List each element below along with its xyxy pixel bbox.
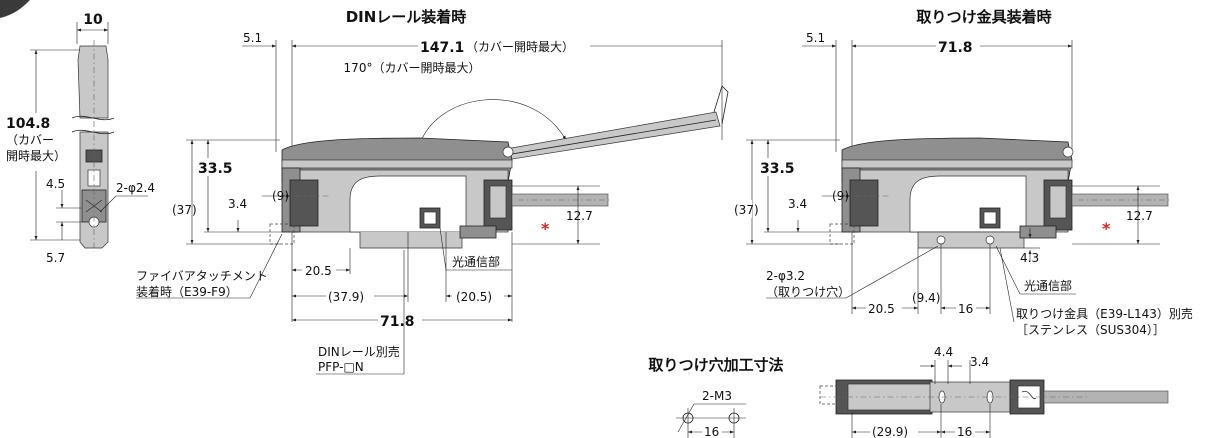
bracket-37-label: (37) bbox=[734, 203, 759, 217]
din-33-5-label: 33.5 bbox=[198, 161, 233, 177]
side-width-label: 10 bbox=[83, 12, 103, 28]
din-20-5-label: 20.5 bbox=[305, 264, 332, 278]
din-rail-label-1: DINレール別売 bbox=[318, 344, 400, 359]
bracket-33-5-label: 33.5 bbox=[760, 161, 795, 177]
bracket-hole-label-1: 2-φ3.2 bbox=[766, 269, 805, 283]
bottom-3-4-label: 3.4 bbox=[970, 355, 989, 369]
bracket-3-4-label: 3.4 bbox=[788, 197, 807, 211]
bracket-20-5-label: 20.5 bbox=[868, 302, 895, 316]
bracket-71-8-label: 71.8 bbox=[938, 40, 973, 56]
bracket-title: 取りつけ金具装着時 bbox=[916, 8, 1051, 26]
bracket-part-label-2: ［ステンレス（SUS304）］ bbox=[1016, 323, 1165, 337]
din-optical-label: 光通信部 bbox=[452, 254, 500, 269]
din-20-5p-label: (20.5) bbox=[456, 290, 492, 304]
bracket-5-1-label: 5.1 bbox=[806, 31, 825, 45]
side-height-note-1: （カバー bbox=[6, 133, 54, 147]
bracket-star: * bbox=[1102, 219, 1111, 238]
side-4-5-label: 4.5 bbox=[46, 177, 65, 191]
holes-pitch-label: 16 bbox=[704, 425, 719, 438]
bottom-29-9-label: (29.9) bbox=[872, 425, 908, 438]
bracket-view: 取りつけ金具装着時 5.1 71.8 (37) bbox=[732, 8, 1193, 337]
din-rail-label-2: PFP-□N bbox=[318, 360, 364, 374]
side-5-7-label: 5.7 bbox=[46, 251, 65, 265]
din-5-1-label: 5.1 bbox=[243, 31, 262, 45]
din-9-label: (9) bbox=[272, 189, 289, 203]
din-147-note: （カバー開時最大） bbox=[466, 40, 574, 54]
holes-screw-label: 2-M3 bbox=[702, 389, 732, 403]
din-37-9-label: (37.9) bbox=[328, 290, 364, 304]
din-view: DINレール装着時 5.1 147.1 （カバー開時最大） 170°（カバー開時… bbox=[136, 8, 729, 375]
din-star: * bbox=[541, 219, 550, 238]
holes-title: 取りつけ穴加工寸法 bbox=[648, 356, 783, 374]
side-hole-label: 2-φ2.4 bbox=[116, 181, 155, 195]
bracket-9-4-label: (9.4) bbox=[912, 291, 940, 305]
din-147-main: 147.1 bbox=[420, 40, 464, 56]
din-37-label: (37) bbox=[172, 203, 197, 217]
din-12-7-label: 12.7 bbox=[566, 209, 593, 223]
din-fiber-label-1: ファイバアタッチメント bbox=[136, 269, 268, 283]
bracket-part-label-1: 取りつけ金具（E39-L143）別売 bbox=[1016, 306, 1193, 321]
side-height-note-2: 開時最大） bbox=[6, 149, 66, 163]
bottom-view: 4.4 3.4 (29.9) 16 bbox=[819, 345, 1169, 438]
bracket-optical-label: 光通信部 bbox=[1024, 278, 1072, 293]
din-71-8-label: 71.8 bbox=[380, 314, 415, 330]
bracket-9-label: (9) bbox=[832, 189, 849, 203]
din-fiber-label-2: 装着時（E39-F9） bbox=[136, 284, 238, 299]
din-angle-note: 170°（カバー開時最大） bbox=[344, 61, 481, 75]
side-view: 10 104.8 （カバー 開時最大） 4.5 5.7 2-φ2.4 bbox=[2, 12, 155, 265]
bracket-12-7-label: 12.7 bbox=[1126, 209, 1153, 223]
bottom-16-label: 16 bbox=[957, 425, 972, 438]
din-title: DINレール装着時 bbox=[346, 8, 467, 26]
bracket-4-3-label: 4.3 bbox=[1020, 251, 1039, 265]
bracket-16-label: 16 bbox=[958, 302, 973, 316]
corner-logo-shape bbox=[0, 0, 30, 18]
bottom-4-4-label: 4.4 bbox=[934, 345, 953, 359]
din-3-4-label: 3.4 bbox=[228, 197, 247, 211]
holes-view: 取りつけ穴加工寸法 2-M3 16 bbox=[648, 356, 784, 438]
side-height-label: 104.8 bbox=[6, 116, 50, 132]
bracket-hole-label-2: （取りつけ穴） bbox=[766, 284, 850, 299]
